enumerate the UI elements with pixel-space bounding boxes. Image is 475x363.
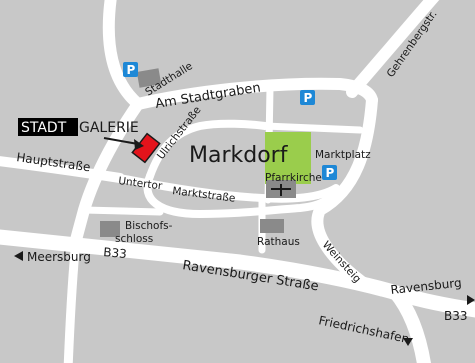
pfarrkirche-label: Pfarrkirche: [265, 172, 322, 184]
road-bischofsschloss-connector: [80, 206, 164, 216]
road-west-loop: [70, 0, 144, 246]
b33-left-label: B33: [103, 245, 128, 261]
friedrichshafen-label: Friedrichshafen: [317, 313, 410, 346]
road-hauptstrasse: [0, 156, 125, 183]
logo-boxed-text: STADT: [21, 120, 67, 136]
b33-right-label: B33: [444, 309, 468, 323]
bischofsschloss-building: [100, 221, 120, 237]
rathaus-label: Rathaus: [257, 236, 300, 248]
road-south-west: [63, 235, 81, 363]
stadtgalerie-marker: [103, 132, 161, 164]
parking-icon: P: [123, 62, 138, 77]
marktstrasse-label: Marktstraße: [172, 185, 236, 205]
logo-black-box: [18, 118, 78, 136]
town-label: Markdorf: [189, 143, 289, 168]
stadthalle-building: [136, 68, 162, 88]
meersburg-label: Meersburg: [27, 250, 91, 264]
road-ulrichstrasse: [146, 119, 269, 180]
svg-text:P: P: [326, 166, 335, 180]
road-east-ring: [311, 94, 406, 300]
svg-text:P: P: [304, 91, 313, 105]
stadtgalerie-logo: STADT GALERIE: [18, 118, 139, 136]
road-b33: [0, 229, 475, 318]
east-arrow-icon: [467, 295, 475, 305]
road-old-town-ring: [143, 172, 339, 218]
road-marktstrasse: [116, 174, 340, 203]
south-arrow-icon: [403, 338, 413, 346]
svg-text:P: P: [127, 63, 136, 77]
untertor-label: Untertor: [118, 175, 164, 192]
parking-icon: P: [300, 90, 315, 105]
bischofsschloss-label-line1: Bischofs-: [125, 220, 173, 232]
pointer-arrow-line: [103, 137, 139, 145]
church-cross-icon: [271, 184, 291, 196]
marktplatz-label: Marktplatz: [315, 149, 371, 161]
road-gehrenbergstr: [346, 0, 440, 98]
logo-plain-text: GALERIE: [79, 120, 139, 136]
west-arrow-icon: [14, 251, 23, 261]
road-inner-upper: [261, 122, 364, 134]
marktplatz-area: [265, 132, 311, 184]
rathaus-building: [260, 219, 284, 233]
parking-icon: P: [322, 165, 337, 180]
bischofsschloss-label-line2: schloss: [115, 233, 153, 245]
road-am-stadtgraben: [132, 77, 378, 110]
pointer-arrow-head-icon: [134, 139, 144, 150]
